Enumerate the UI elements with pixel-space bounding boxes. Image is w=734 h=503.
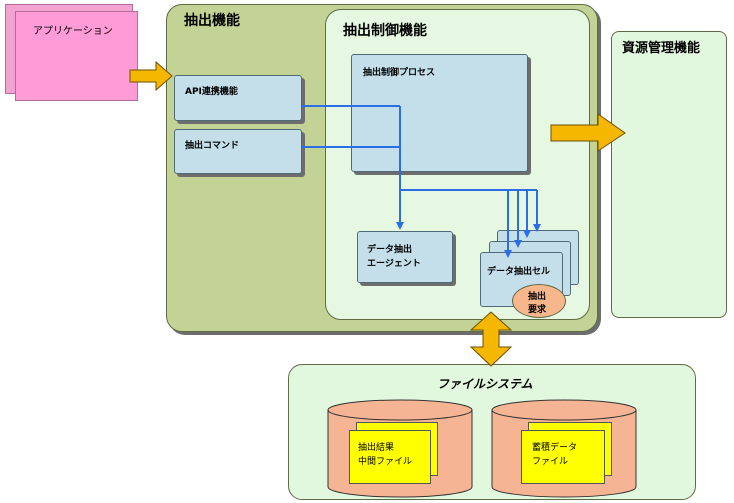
agent-label-line2: エージェント — [367, 259, 421, 269]
right-note-line2: ファイル — [532, 457, 569, 467]
extract-command-box: 抽出コマンド — [174, 129, 302, 174]
extraction-request-ellipse: 抽出 要求 — [512, 284, 566, 318]
api-integration-box: API連携機能 — [174, 75, 302, 121]
api-integration-label: API連携機能 — [185, 87, 238, 97]
request-label-line1: 抽出 — [528, 292, 547, 302]
agent-label-line1: データ抽出 — [367, 245, 413, 255]
control-to-resource-arrow — [550, 113, 626, 152]
extraction-function-title: 抽出機能 — [184, 13, 240, 29]
extraction-cell-label: データ抽出セル — [487, 267, 551, 277]
app-to-api-arrow — [129, 60, 173, 92]
right-note: 蓄積データ ファイル — [521, 430, 605, 484]
resource-management-title: 資源管理機能 — [622, 41, 701, 56]
left-note-line2: 中間ファイル — [358, 457, 413, 467]
filesystem-title: ファイルシステム — [437, 377, 533, 391]
left-note-line1: 抽出結果 — [358, 443, 395, 453]
resource-management-frame: 資源管理機能 — [611, 31, 727, 318]
flow-lines — [302, 105, 538, 250]
extract-command-label: 抽出コマンド — [185, 141, 240, 151]
control-process-label: 抽出制御プロセス — [363, 68, 436, 78]
flow-arrowheads — [396, 222, 541, 258]
application-label: アプリケーション — [33, 26, 113, 37]
extraction-agent-box: データ抽出 エージェント — [357, 231, 453, 283]
control-filesystem-double-arrow — [469, 311, 513, 367]
application-note: アプリケーション — [15, 11, 138, 101]
left-note: 抽出結果 中間ファイル — [349, 430, 431, 484]
request-label-line2: 要求 — [528, 305, 547, 315]
extraction-control-title: 抽出制御機能 — [343, 23, 427, 39]
right-note-line1: 蓄積データ — [532, 443, 578, 453]
control-process-box: 抽出制御プロセス — [351, 54, 528, 172]
